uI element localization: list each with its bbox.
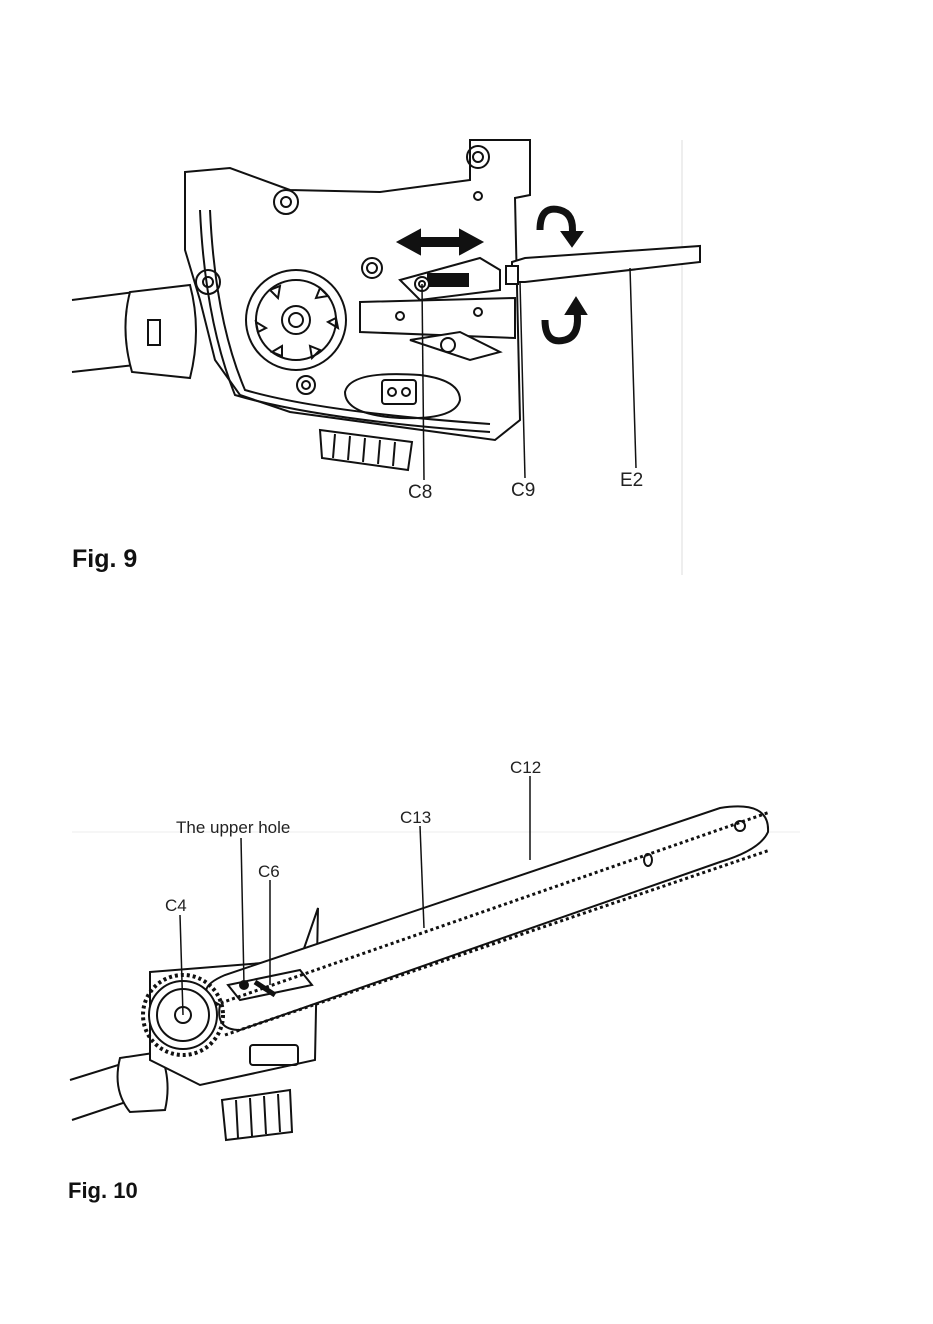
label-c4: C4 xyxy=(165,896,187,916)
leader-c9 xyxy=(520,282,525,478)
label-e2: E2 xyxy=(620,470,643,492)
label-c9: C9 xyxy=(511,480,535,502)
label-c13: C13 xyxy=(400,808,431,828)
label-c6: C6 xyxy=(258,862,280,882)
guide-bar-c13 xyxy=(206,806,768,1030)
leader-e2 xyxy=(630,268,636,468)
bar-mount xyxy=(360,298,515,338)
leader-upper-hole xyxy=(241,838,244,985)
tension-knob-2 xyxy=(222,1090,292,1140)
label-upper-hole: The upper hole xyxy=(176,818,290,838)
drive-sprocket xyxy=(246,270,346,370)
label-c12: C12 xyxy=(510,758,541,778)
label-c8: C8 xyxy=(408,482,432,504)
fig9-caption: Fig. 9 xyxy=(72,545,137,574)
fig9-drawing xyxy=(72,140,700,575)
rotate-arrow-bottom xyxy=(545,312,578,341)
screwdriver-e2 xyxy=(512,246,700,282)
fig10-caption: Fig. 10 xyxy=(68,1178,138,1204)
